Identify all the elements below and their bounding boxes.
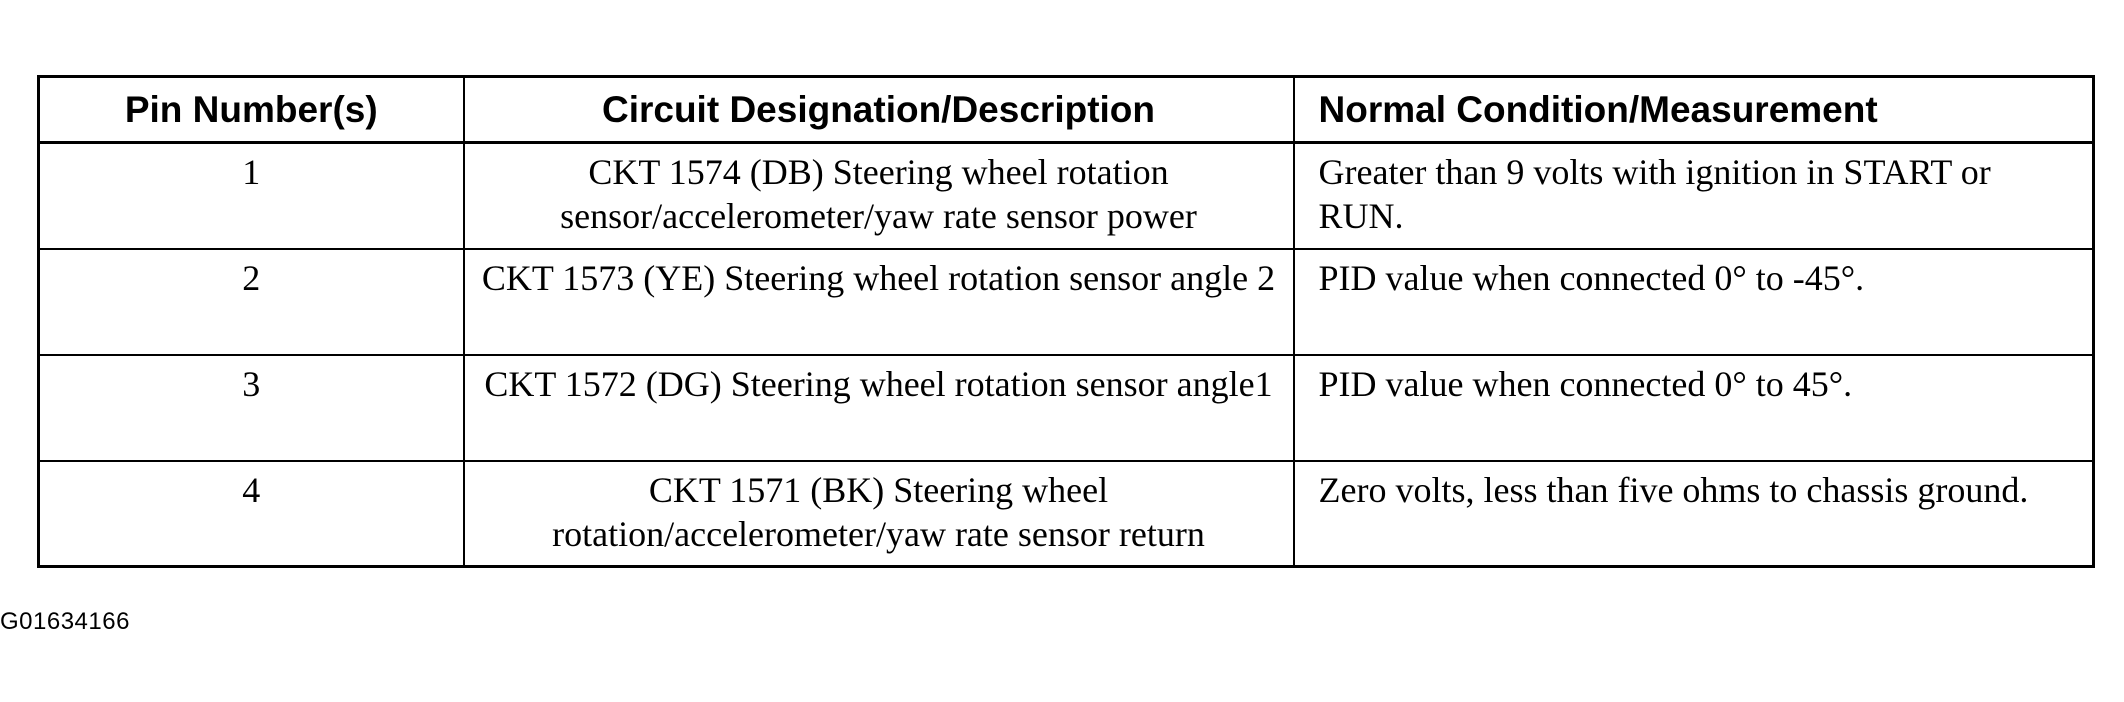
header-row: Pin Number(s) Circuit Designation/Descri…	[37, 75, 2095, 144]
pin-number-cell: 3	[37, 353, 465, 462]
table-row: 2 CKT 1573 (YE) Steering wheel rotation …	[37, 247, 2095, 356]
circuit-description-cell: CKT 1573 (YE) Steering wheel rotation se…	[462, 247, 1295, 356]
connector-pinout-table: Pin Number(s) Circuit Designation/Descri…	[37, 75, 2095, 568]
normal-condition-cell: Greater than 9 volts with ignition in ST…	[1292, 141, 2095, 250]
header-pin-numbers: Pin Number(s)	[37, 75, 465, 144]
normal-condition-cell: PID value when connected 0° to 45°.	[1292, 353, 2095, 462]
normal-condition-cell: PID value when connected 0° to -45°.	[1292, 247, 2095, 356]
circuit-description-cell: CKT 1572 (DG) Steering wheel rotation se…	[462, 353, 1295, 462]
normal-condition-cell: Zero volts, less than five ohms to chass…	[1292, 459, 2095, 568]
header-circuit-description: Circuit Designation/Description	[462, 75, 1295, 144]
table-row: 4 CKT 1571 (BK) Steering wheel rotation/…	[37, 459, 2095, 568]
pin-number-cell: 2	[37, 247, 465, 356]
figure-id-label: G01634166	[0, 608, 130, 635]
table-row: 1 CKT 1574 (DB) Steering wheel rotation …	[37, 141, 2095, 250]
table-row: 3 CKT 1572 (DG) Steering wheel rotation …	[37, 353, 2095, 462]
pin-number-cell: 4	[37, 459, 465, 568]
circuit-description-cell: CKT 1574 (DB) Steering wheel rotation se…	[462, 141, 1295, 250]
pin-number-cell: 1	[37, 141, 465, 250]
table-body: 1 CKT 1574 (DB) Steering wheel rotation …	[37, 141, 2095, 568]
circuit-description-cell: CKT 1571 (BK) Steering wheel rotation/ac…	[462, 459, 1295, 568]
table-header: Pin Number(s) Circuit Designation/Descri…	[37, 75, 2095, 144]
header-normal-condition: Normal Condition/Measurement	[1292, 75, 2095, 144]
